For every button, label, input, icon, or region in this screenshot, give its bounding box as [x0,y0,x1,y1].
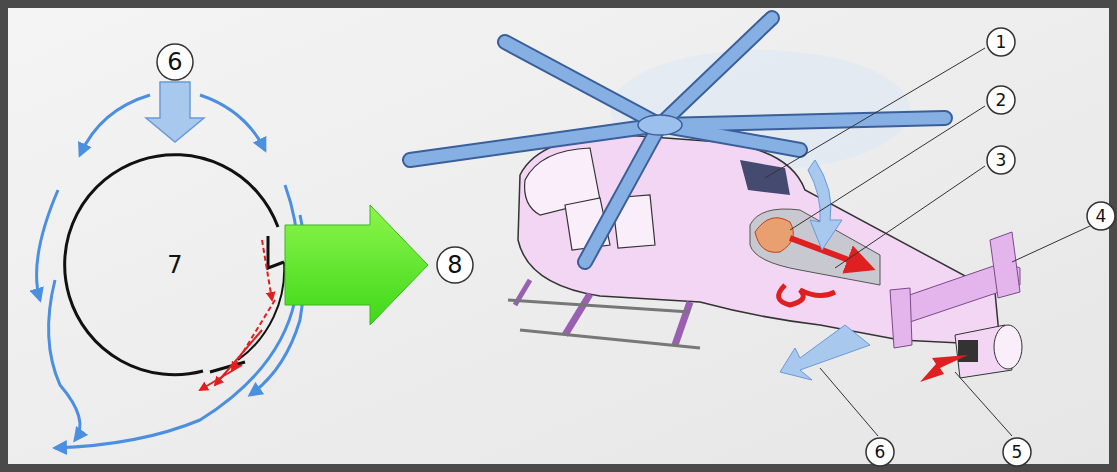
callout-number: 6 [860,437,900,467]
fan [755,218,793,253]
background-panel [8,8,1109,464]
vertical-fin [990,232,1020,298]
downwash-arrow [808,160,842,250]
boom-skin [238,262,284,360]
callout-number: 3 [981,145,1021,175]
airflow-arrow [49,280,80,440]
fan-flow [790,238,870,268]
slot-jet [262,240,272,300]
skid-strut [675,302,690,345]
airflow-arrow [200,95,265,150]
callout-number: 2 [981,85,1021,115]
skid [508,300,690,312]
tail-boom-section [65,155,278,375]
rotor-blades [410,18,945,262]
skid-strut [565,294,590,335]
callout-number: 5 [997,437,1037,467]
engine-exhaust [779,285,835,305]
callout-number: 7 [155,250,195,280]
leader-lines [765,48,1090,436]
slot-jet [200,365,242,390]
vertical-fin [890,288,912,348]
cross-section [37,82,428,448]
slot-jet [232,300,275,370]
slot-flap [268,236,284,268]
boom-airflow-arrow [780,325,870,380]
skid [520,330,700,348]
downwash-arrow [146,82,204,142]
airflow-arrow [80,95,150,155]
callout-number: 4 [1081,201,1117,231]
helicopter [410,18,1022,382]
airflow-arrow [55,185,298,448]
engine [750,209,880,285]
lift-force-arrow [285,205,428,325]
callout-number: 1 [981,27,1021,57]
callout-circles [157,28,1115,466]
thruster-nozzle [994,325,1022,369]
thruster-vent [958,340,978,362]
callout-number: 6 [155,47,195,77]
callout-number: 8 [435,250,475,280]
